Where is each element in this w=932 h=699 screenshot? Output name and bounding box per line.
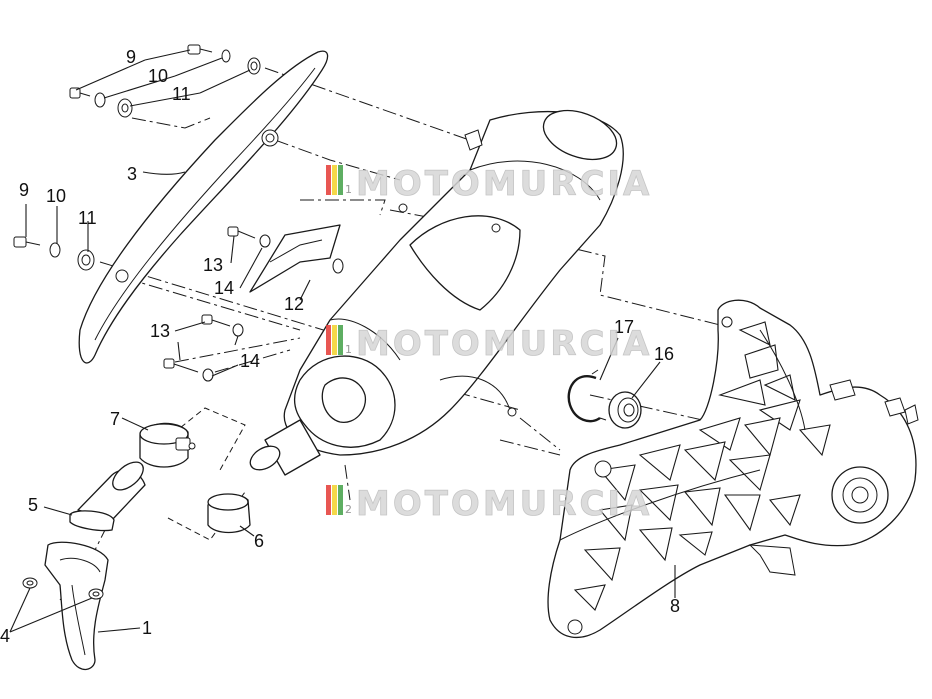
callout-14-upper: 14 <box>214 278 234 298</box>
bearing-16 <box>608 391 642 429</box>
watermark-stripe-green <box>338 165 343 195</box>
callout-4: 4 <box>0 626 10 646</box>
circlip-17 <box>567 369 607 423</box>
callout-13-lower: 13 <box>150 321 170 341</box>
heat-shield <box>78 50 329 364</box>
watermark-text: MOTOMURCIA <box>356 484 652 524</box>
watermark-stripe-green <box>338 485 343 515</box>
callout-10-top: 10 <box>148 66 168 86</box>
watermark-stripe-red <box>326 325 331 355</box>
bracket-12 <box>163 224 344 382</box>
callout-6: 6 <box>254 531 264 551</box>
callout-labels: 9 10 11 3 9 10 11 13 14 12 13 14 17 16 7… <box>0 47 680 646</box>
watermark-1: 1 MOTOMURCIA <box>326 164 652 204</box>
callout-10-left: 10 <box>46 186 66 206</box>
fasteners-top <box>69 44 261 118</box>
watermark-number: 2 <box>345 503 352 516</box>
watermark-stripe-yellow <box>332 485 337 515</box>
watermark-2: 1 MOTOMURCIA <box>326 324 652 364</box>
exhaust-outlet <box>207 419 321 534</box>
callout-7: 7 <box>110 409 120 429</box>
swing-arm-8 <box>547 299 919 639</box>
fasteners-left <box>13 236 95 271</box>
clamp-7 <box>139 422 196 468</box>
watermark-stripe-red <box>326 485 331 515</box>
callout-1: 1 <box>142 618 152 638</box>
callout-12: 12 <box>284 294 304 314</box>
callout-5: 5 <box>28 495 38 515</box>
leader-lines <box>9 49 676 633</box>
watermark-text: MOTOMURCIA <box>356 164 652 204</box>
watermark-stripe-yellow <box>332 325 337 355</box>
callout-16: 16 <box>654 344 674 364</box>
callout-8: 8 <box>670 596 680 616</box>
watermark-stripe-red <box>326 165 331 195</box>
pipe-5 <box>69 461 146 532</box>
watermark-number: 1 <box>345 343 352 356</box>
manifold-1 <box>22 541 109 671</box>
callout-17: 17 <box>614 317 634 337</box>
watermark-3: 2 MOTOMURCIA <box>326 484 652 524</box>
callout-9-top: 9 <box>126 47 136 67</box>
callout-14-lower: 14 <box>240 351 260 371</box>
callout-9-left: 9 <box>19 180 29 200</box>
watermark-stripe-green <box>338 325 343 355</box>
watermark-text: MOTOMURCIA <box>356 324 652 364</box>
watermark-stripe-yellow <box>332 165 337 195</box>
muffler-body <box>283 109 624 456</box>
callout-11-left: 11 <box>78 208 97 228</box>
callout-11-top: 11 <box>172 84 191 104</box>
watermark-number: 1 <box>345 183 352 196</box>
callout-13-upper: 13 <box>203 255 223 275</box>
callout-3: 3 <box>127 164 137 184</box>
